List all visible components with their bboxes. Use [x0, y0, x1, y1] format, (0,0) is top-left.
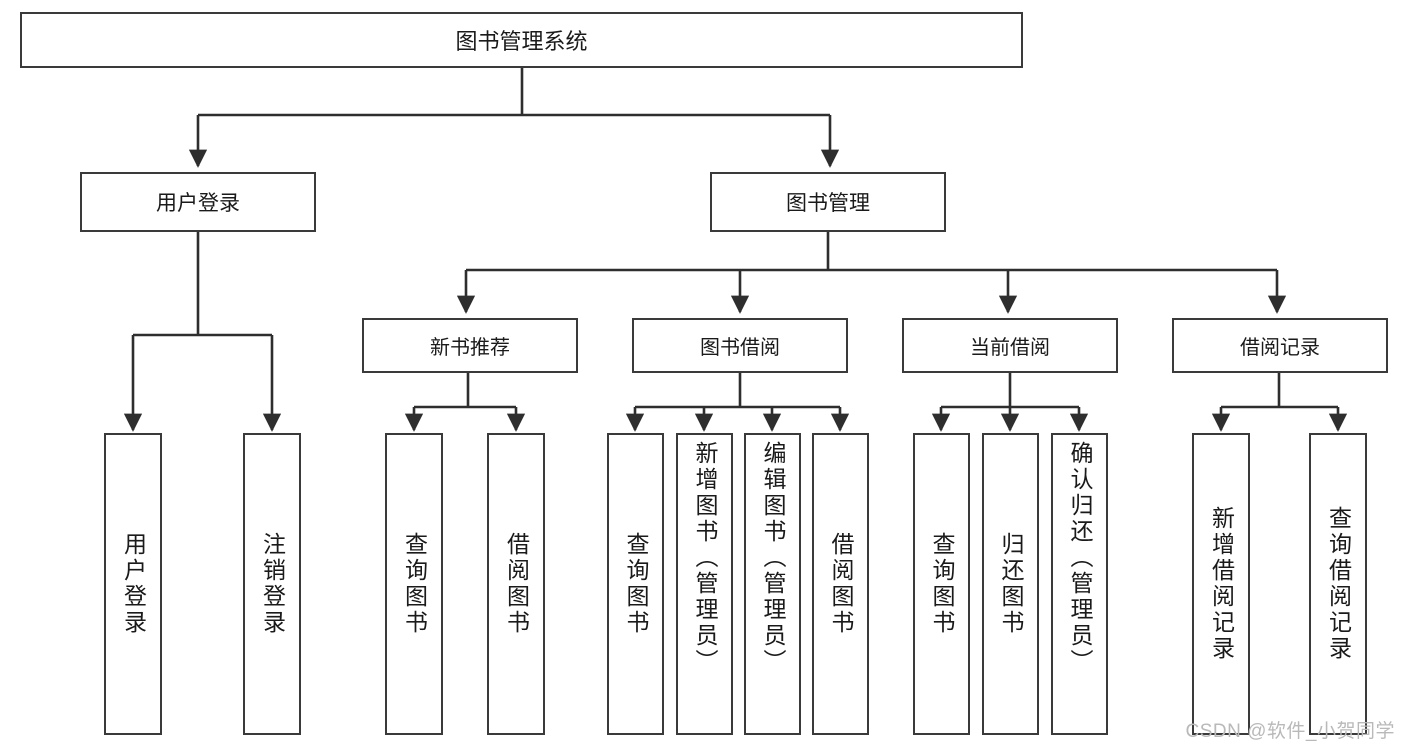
node-label: 用户登录: [156, 192, 240, 215]
leaf-borrow-book[interactable]: 借阅图书: [812, 433, 869, 735]
node-label: 查询图书: [401, 532, 428, 636]
node-label: 图书管理: [786, 192, 870, 215]
node-label: 当前借阅: [970, 337, 1050, 359]
node-label: 注销登录: [259, 532, 286, 636]
node-label: 图书借阅: [700, 337, 780, 359]
leaf-add-borrow-record[interactable]: 新增借阅记录: [1192, 433, 1250, 735]
node-label: 确认归还（管理员）: [1067, 441, 1093, 675]
node-label: 查询图书: [623, 532, 649, 636]
node-label: 查询借阅记录: [1325, 506, 1352, 662]
leaf-query-book-borrow[interactable]: 查询图书: [607, 433, 664, 735]
node-label: 编辑图书（管理员）: [760, 441, 786, 675]
node-label: 借阅图书: [503, 532, 530, 636]
leaf-return-book[interactable]: 归还图书: [982, 433, 1039, 735]
leaf-query-book-current[interactable]: 查询图书: [913, 433, 970, 735]
node-label: 新增图书（管理员）: [692, 441, 718, 675]
node-label: 新书推荐: [430, 337, 510, 359]
leaf-query-borrow-record[interactable]: 查询借阅记录: [1309, 433, 1367, 735]
node-book-management[interactable]: 图书管理: [710, 172, 946, 232]
node-new-book-recommend[interactable]: 新书推荐: [362, 318, 578, 373]
leaf-query-book-recommend[interactable]: 查询图书: [385, 433, 443, 735]
node-user-login[interactable]: 用户登录: [80, 172, 316, 232]
watermark-text: CSDN @软件_小贺同学: [1185, 721, 1395, 742]
node-label: 用户登录: [120, 532, 147, 636]
node-label: 图书管理系统: [455, 29, 588, 54]
leaf-add-book-admin[interactable]: 新增图书（管理员）: [676, 433, 733, 735]
node-label: 借阅图书: [828, 532, 854, 636]
node-label: 借阅记录: [1240, 337, 1320, 359]
node-label: 新增借阅记录: [1208, 506, 1235, 662]
node-label: 查询图书: [929, 532, 955, 636]
leaf-user-login[interactable]: 用户登录: [104, 433, 162, 735]
leaf-confirm-return-admin[interactable]: 确认归还（管理员）: [1051, 433, 1108, 735]
node-root-book-management-system[interactable]: 图书管理系统: [20, 12, 1023, 68]
node-book-borrow[interactable]: 图书借阅: [632, 318, 848, 373]
leaf-borrow-book-recommend[interactable]: 借阅图书: [487, 433, 545, 735]
leaf-logout[interactable]: 注销登录: [243, 433, 301, 735]
node-label: 归还图书: [998, 532, 1024, 636]
leaf-edit-book-admin[interactable]: 编辑图书（管理员）: [744, 433, 801, 735]
node-current-borrow[interactable]: 当前借阅: [902, 318, 1118, 373]
node-borrow-record[interactable]: 借阅记录: [1172, 318, 1388, 373]
